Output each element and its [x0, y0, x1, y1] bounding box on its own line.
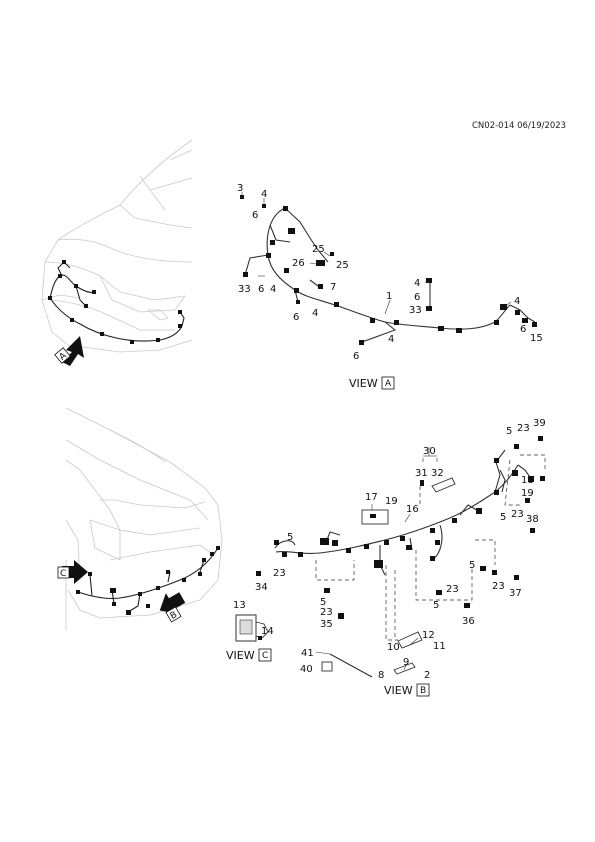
view-b-harness [274, 449, 533, 576]
callout-25: 25 [336, 260, 349, 271]
callout-4: 4 [312, 308, 318, 319]
view-b-caption-letter: B [420, 686, 426, 696]
view-b-harness-connectors [256, 436, 545, 619]
callout-23: 23 [273, 568, 286, 579]
front-harness-overlay [49, 261, 185, 342]
callout-5: 5 [506, 426, 512, 437]
callout-8: 8 [378, 670, 384, 681]
callout-5: 5 [500, 512, 506, 523]
callout-33: 33 [238, 284, 251, 295]
callout-23: 23 [492, 581, 505, 592]
callout-3: 3 [237, 183, 243, 194]
view-c-module [235, 614, 269, 642]
callout-1: 1 [386, 291, 392, 302]
callout-25: 25 [312, 244, 325, 255]
rear-harness-connectors [76, 546, 220, 615]
view-a-marker-letter: A [58, 351, 70, 363]
callout-4: 4 [270, 284, 276, 295]
callout-6: 6 [520, 324, 526, 335]
callout-4: 4 [388, 334, 394, 345]
callout-6: 6 [252, 210, 258, 221]
view-c-caption-prefix: VIEW [226, 649, 255, 662]
callout-5: 5 [320, 597, 326, 608]
callouts: 3 4 6 25 26 25 33 6 4 7 6 4 1 4 6 33 4 4… [233, 183, 546, 681]
callout-19: 19 [385, 496, 398, 507]
callout-9: 9 [403, 657, 409, 668]
callout-11: 11 [433, 641, 446, 652]
callout-10: 10 [387, 642, 400, 653]
callout-6: 6 [353, 351, 359, 362]
view-b-caption-prefix: VIEW [384, 684, 413, 697]
callout-23: 23 [446, 584, 459, 595]
view-c-caption: VIEW C [226, 648, 272, 662]
callout-14: 14 [261, 626, 274, 637]
callout-35: 35 [320, 619, 333, 630]
view-b-caption: VIEW B [384, 683, 430, 697]
callout-leaders [241, 192, 512, 671]
callout-23: 23 [511, 509, 524, 520]
front-vehicle-illustration [41, 139, 193, 353]
callout-41: 41 [301, 648, 314, 659]
view-a-marker: A [54, 336, 84, 366]
callout-4: 4 [514, 296, 520, 307]
callout-6: 6 [414, 292, 420, 303]
callout-4: 4 [261, 189, 267, 200]
callout-34: 34 [255, 582, 268, 593]
callout-12: 12 [422, 630, 435, 641]
rear-vehicle-illustration [65, 407, 223, 630]
callout-6: 6 [258, 284, 264, 295]
callout-16: 16 [406, 504, 419, 515]
view-a-caption-letter: A [385, 379, 392, 389]
view-c-caption-letter: C [262, 651, 268, 661]
callout-7: 7 [330, 282, 336, 293]
view-b-marker: B [159, 592, 186, 623]
callout-26: 26 [292, 258, 305, 269]
callout-40: 40 [300, 664, 313, 675]
view-c-marker: C [57, 560, 88, 584]
view-a-caption-prefix: VIEW [349, 377, 378, 390]
callout-23: 23 [320, 607, 333, 618]
callout-33: 33 [409, 305, 422, 316]
callout-4: 4 [414, 278, 420, 289]
view-b-dashed-leaders [315, 454, 546, 641]
callout-30: 30 [423, 446, 436, 457]
callout-13: 13 [233, 600, 246, 611]
view-a-caption: VIEW A [349, 376, 395, 390]
view-a-harness-connectors [240, 195, 537, 345]
rear-harness-overlay [77, 547, 219, 613]
callout-5: 5 [287, 532, 293, 543]
document-code: CN02-014 06/19/2023 [472, 121, 567, 131]
callout-37: 37 [509, 588, 522, 599]
callout-15: 15 [530, 333, 543, 344]
callout-19: 19 [521, 488, 534, 499]
view-c-marker-letter: C [60, 569, 66, 579]
callout-38: 38 [526, 514, 539, 525]
callout-31: 31 [415, 468, 428, 479]
callout-17: 17 [365, 492, 378, 503]
view-b-marker-letter: B [169, 610, 179, 622]
callout-2: 2 [424, 670, 430, 681]
callout-39: 39 [533, 418, 546, 429]
callout-6: 6 [293, 312, 299, 323]
callout-23: 23 [517, 423, 530, 434]
callout-5: 5 [469, 560, 475, 571]
callout-5: 5 [433, 600, 439, 611]
callout-32: 32 [431, 468, 444, 479]
front-harness-connectors [48, 260, 182, 344]
callout-18: 18 [521, 475, 534, 486]
callout-36: 36 [462, 616, 475, 627]
